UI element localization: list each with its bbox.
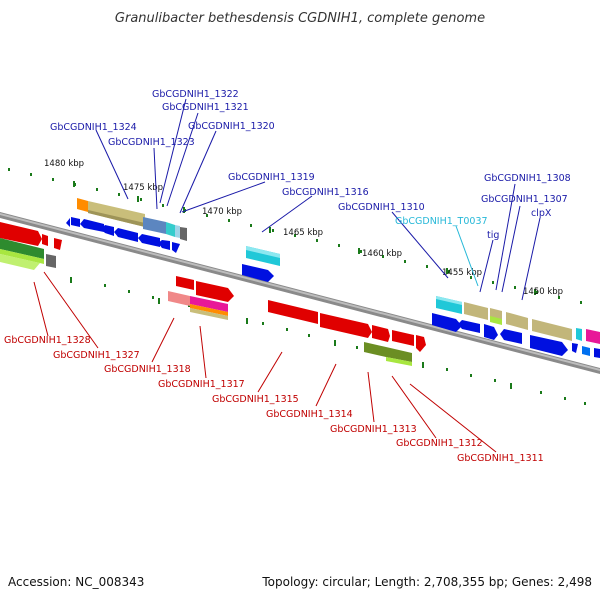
- label-connectors-bottom: [33, 271, 497, 453]
- genome-summary-text: Topology: circular; Length: 2,708,355 bp…: [261, 575, 592, 589]
- tick-label-1450: 1450 kbp: [523, 287, 563, 297]
- label-gbcgdnih1-1315: GbCGDNIH1_1315: [212, 394, 299, 405]
- label-connectors-top: [95, 98, 541, 301]
- label-gbcgdnih1-1307: GbCGDNIH1_1307: [481, 194, 568, 205]
- label-gbcgdnih1-1308: GbCGDNIH1_1308: [484, 173, 571, 184]
- label-gbcgdnih1-1321: GbCGDNIH1_1321: [162, 102, 249, 113]
- label-gbcgdnih1-1316: GbCGDNIH1_1316: [282, 187, 369, 198]
- tick-label-1475: 1475 kbp: [123, 183, 163, 193]
- label-gbcgdnih1-1327: GbCGDNIH1_1327: [53, 350, 140, 361]
- label-gbcgdnih1-1311: GbCGDNIH1_1311: [457, 453, 544, 464]
- genome-backbone: [0, 212, 600, 374]
- label-clpx: clpX: [531, 208, 552, 219]
- label-gbcgdnih1-1324: GbCGDNIH1_1324: [50, 122, 137, 133]
- label-gbcgdnih1-1322: GbCGDNIH1_1322: [152, 89, 239, 100]
- tick-label-1480: 1480 kbp: [44, 159, 84, 169]
- label-gbcgdnih1-1319: GbCGDNIH1_1319: [228, 172, 315, 183]
- label-gbcgdnih1-1320: GbCGDNIH1_1320: [188, 121, 275, 132]
- label-gbcgdnih1-1314: GbCGDNIH1_1314: [266, 409, 353, 420]
- label-gbcgdnih1-1317: GbCGDNIH1_1317: [158, 379, 245, 390]
- tick-label-1460: 1460 kbp: [362, 249, 402, 259]
- label-gbcgdnih1-t0037: GbCGDNIH1_T0037: [395, 216, 488, 227]
- label-gbcgdnih1-1312: GbCGDNIH1_1312: [396, 438, 483, 449]
- gene-track-upper: [66, 198, 600, 358]
- tick-row-top: [8, 168, 582, 304]
- accession-text: Accession: NC_008343: [8, 575, 144, 589]
- label-tig: tig: [487, 230, 499, 241]
- tick-label-1465: 1465 kbp: [283, 228, 323, 238]
- label-gbcgdnih1-1328: GbCGDNIH1_1328: [4, 335, 91, 346]
- tick-label-1455: 1455 kbp: [442, 268, 482, 278]
- label-gbcgdnih1-1318: GbCGDNIH1_1318: [104, 364, 191, 375]
- gene-track-lower: [0, 222, 426, 366]
- label-gbcgdnih1-1313: GbCGDNIH1_1313: [330, 424, 417, 435]
- label-gbcgdnih1-1310: GbCGDNIH1_1310: [338, 202, 425, 213]
- trna-connector: [455, 225, 479, 287]
- tick-label-1470: 1470 kbp: [202, 207, 242, 217]
- label-gbcgdnih1-1323: GbCGDNIH1_1323: [108, 137, 195, 148]
- map-title: Granulibacter bethesdensis CGDNIH1, comp…: [115, 11, 485, 26]
